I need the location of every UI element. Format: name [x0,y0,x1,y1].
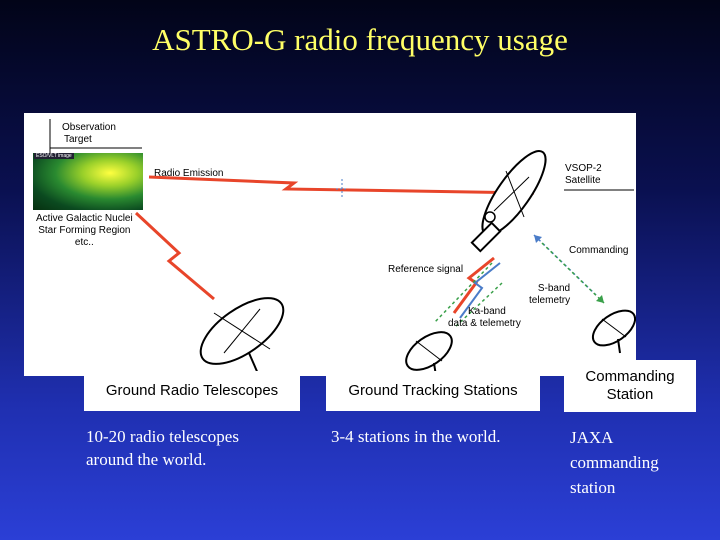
radio-emission-lightning [148,175,535,195]
commanding-station-dish [591,309,636,347]
slide-title: ASTRO-G radio frequency usage [152,22,568,57]
galaxy-image-tag: ESO/VLT image [34,153,74,159]
tracking-station-dish [405,331,453,371]
ground-emission-lightning [134,211,215,301]
diagram-graphics [49,119,636,376]
ground-radio-telescopes-label: Ground Radio Telescopes [84,371,300,411]
s-band-arrow [541,242,605,304]
ground-tracking-stations-description: 3-4 stations in the world. [331,427,501,446]
reference-signal-label: Reference signal [388,264,464,275]
satellite-body [470,221,502,253]
commanding-label: Commanding [569,245,629,256]
radio-emission-label: Radio Emission [154,168,224,179]
frequency-diagram: ESO/VLT image [24,113,636,376]
reference-signal-lightning [452,256,495,314]
galaxy-image [33,153,143,210]
ground-tracking-stations-label: Ground Tracking Stations [326,371,540,411]
